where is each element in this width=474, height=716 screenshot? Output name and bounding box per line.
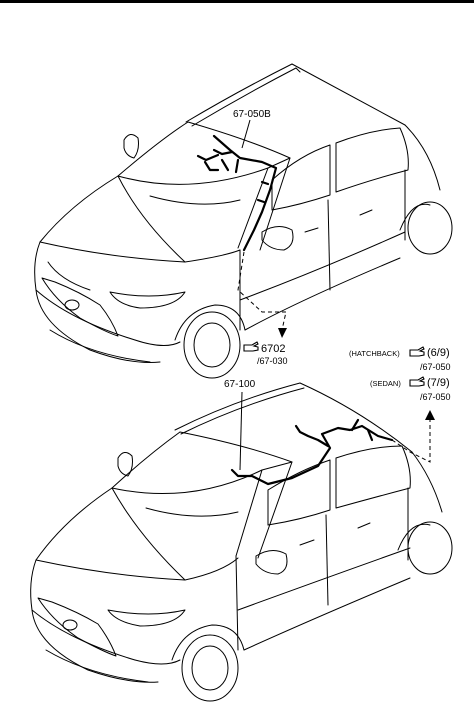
upper-car-outline bbox=[34, 63, 453, 379]
sedan-sub: /67-050 bbox=[420, 392, 451, 402]
sedan-label: (SEDAN) bbox=[370, 379, 401, 388]
pointing-hand-icon bbox=[409, 346, 425, 357]
upper-part-leader bbox=[241, 119, 251, 149]
hatchback-page: (6/9) bbox=[427, 347, 450, 359]
upper-harness bbox=[196, 134, 278, 252]
upper-callout-dash bbox=[237, 251, 287, 331]
lower-callout-arrow bbox=[425, 410, 435, 420]
pointing-hand-icon bbox=[243, 341, 259, 352]
lower-callout-dash bbox=[391, 418, 431, 463]
sedan-page: (7/9) bbox=[427, 377, 450, 389]
lower-part-leader bbox=[239, 391, 243, 471]
upper-ref-sub: /67-030 bbox=[257, 356, 288, 366]
pointing-hand-icon bbox=[409, 376, 425, 387]
lower-car-outline bbox=[30, 382, 453, 702]
hatchback-sub: /67-050 bbox=[420, 362, 451, 372]
upper-ref-code: 6702 bbox=[261, 343, 285, 355]
lower-part-label: 67-100 bbox=[224, 379, 256, 390]
lower-harness bbox=[230, 418, 394, 486]
upper-callout-arrow bbox=[278, 328, 287, 338]
hatchback-label: (HATCHBACK) bbox=[349, 349, 400, 358]
top-border bbox=[0, 0, 474, 3]
upper-part-label: 67-050B bbox=[233, 109, 271, 120]
